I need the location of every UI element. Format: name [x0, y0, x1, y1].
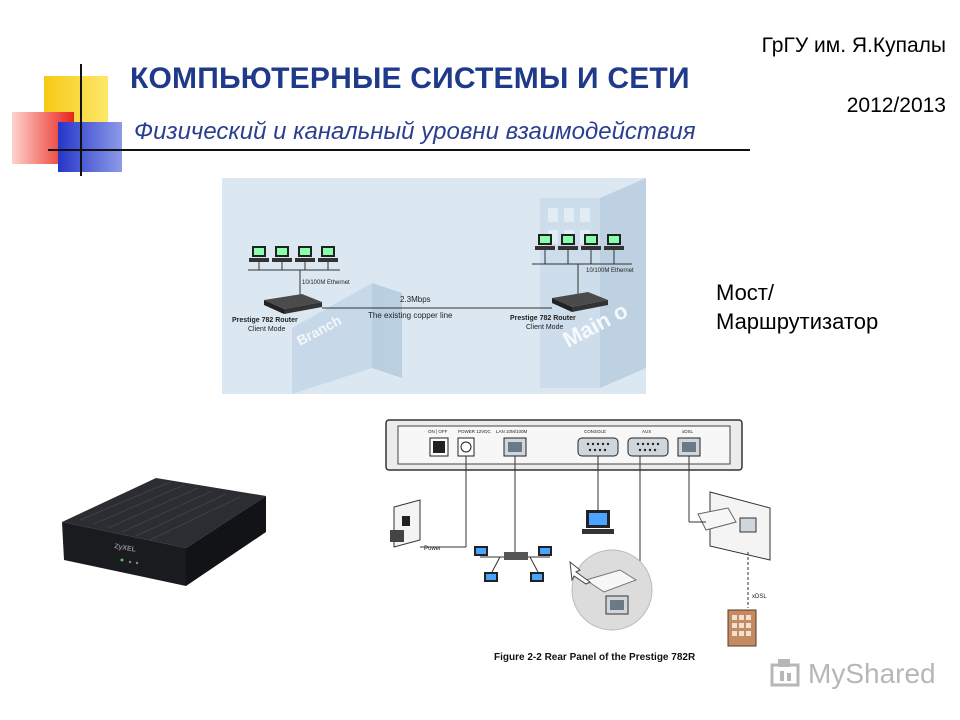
router-led [120, 558, 124, 562]
port-label-aux: AUX [642, 429, 651, 434]
router-photo: ZyXEL [62, 478, 266, 586]
university-label: ГрГУ им. Я.Купалы [761, 34, 946, 57]
side-note: Мост/ Маршрутизатор [716, 278, 878, 336]
lan-pc-icon [538, 546, 552, 556]
left-pcs [249, 246, 338, 270]
left-lan [248, 269, 340, 296]
hub-device [504, 552, 528, 560]
rear-panel-diagram: ON | OFF POWER 12VDC LAN 10M/100M CONSOL… [385, 419, 771, 647]
zoom-circle [571, 549, 653, 631]
slide-subtitle: Физический и канальный уровни взаимодейс… [134, 118, 696, 145]
slide-title: КОМПЬЮТЕРНЫЕ СИСТЕМЫ И СЕТИ [130, 62, 690, 95]
lan-pc-icon [484, 572, 498, 582]
watermark: MyShared [770, 658, 936, 690]
figure-caption: Figure 2-2 Rear Panel of the Prestige 78… [494, 652, 696, 663]
pc-icon [558, 234, 578, 264]
link-description: The existing copper line [368, 311, 453, 320]
pc-icon [604, 234, 624, 264]
side-note-line2: Маршрутизатор [716, 309, 879, 334]
console-pc-icon [582, 510, 614, 534]
port-label-xdsl: xDSL [682, 429, 694, 434]
link-speed: 2.3Mbps [400, 295, 431, 304]
port-label-onoff: ON | OFF [428, 429, 448, 434]
power-outlet-icon [390, 499, 421, 548]
router-front-face [62, 522, 186, 586]
right-ethernet-label: 10/100M Ethernet [586, 268, 634, 274]
router-led [128, 560, 132, 564]
network-diagram: Branch Main o 10/100M Ethernet Prestige … [222, 178, 646, 394]
port-label-lan: LAN 10M/100M [496, 429, 528, 434]
right-lan [532, 263, 632, 294]
left-router-name: Prestige 782 Router [232, 317, 298, 324]
pc-icon [249, 246, 269, 270]
router-side-face [186, 496, 266, 586]
router-led [135, 561, 139, 565]
lan-pc-icon [530, 572, 544, 582]
zoom-arrow [569, 560, 591, 585]
exchange-building-icon [727, 609, 757, 647]
right-router-icon [552, 292, 608, 312]
power-label: Power [424, 546, 441, 552]
right-pcs [535, 234, 624, 264]
side-note-line1: Мост/ [716, 280, 774, 305]
pc-icon [272, 246, 292, 270]
pc-icon [318, 246, 338, 270]
right-building [540, 178, 646, 388]
pc-icon [581, 234, 601, 264]
left-router-mode: Client Mode [248, 326, 285, 333]
aux-port [627, 437, 669, 457]
myshared-logo-icon [770, 659, 800, 687]
left-ethernet-label: 10/100M Ethernet [302, 280, 350, 286]
console-port [577, 437, 619, 457]
right-router-name: Prestige 782 Router [510, 315, 576, 322]
academic-year: 2012/2013 [846, 94, 946, 117]
port-label-power: POWER 12VDC [458, 429, 492, 434]
xdsl-label: xDSL [752, 594, 767, 600]
router-brand-logo: ZyXEL [114, 543, 137, 554]
watermark-text: MyShared [808, 658, 936, 689]
right-router-mode: Client Mode [526, 324, 563, 331]
corner-decoration [12, 64, 138, 176]
title-underline [82, 149, 750, 151]
lan-pc-icon [474, 546, 488, 556]
xdsl-wall-plate [697, 491, 771, 561]
left-router-icon [264, 294, 322, 314]
cables [420, 456, 690, 562]
left-building [292, 283, 402, 394]
deco-blue-square [58, 122, 122, 172]
port-label-console: CONSOLE [584, 429, 606, 434]
pc-icon [295, 246, 315, 270]
pc-icon [535, 234, 555, 264]
